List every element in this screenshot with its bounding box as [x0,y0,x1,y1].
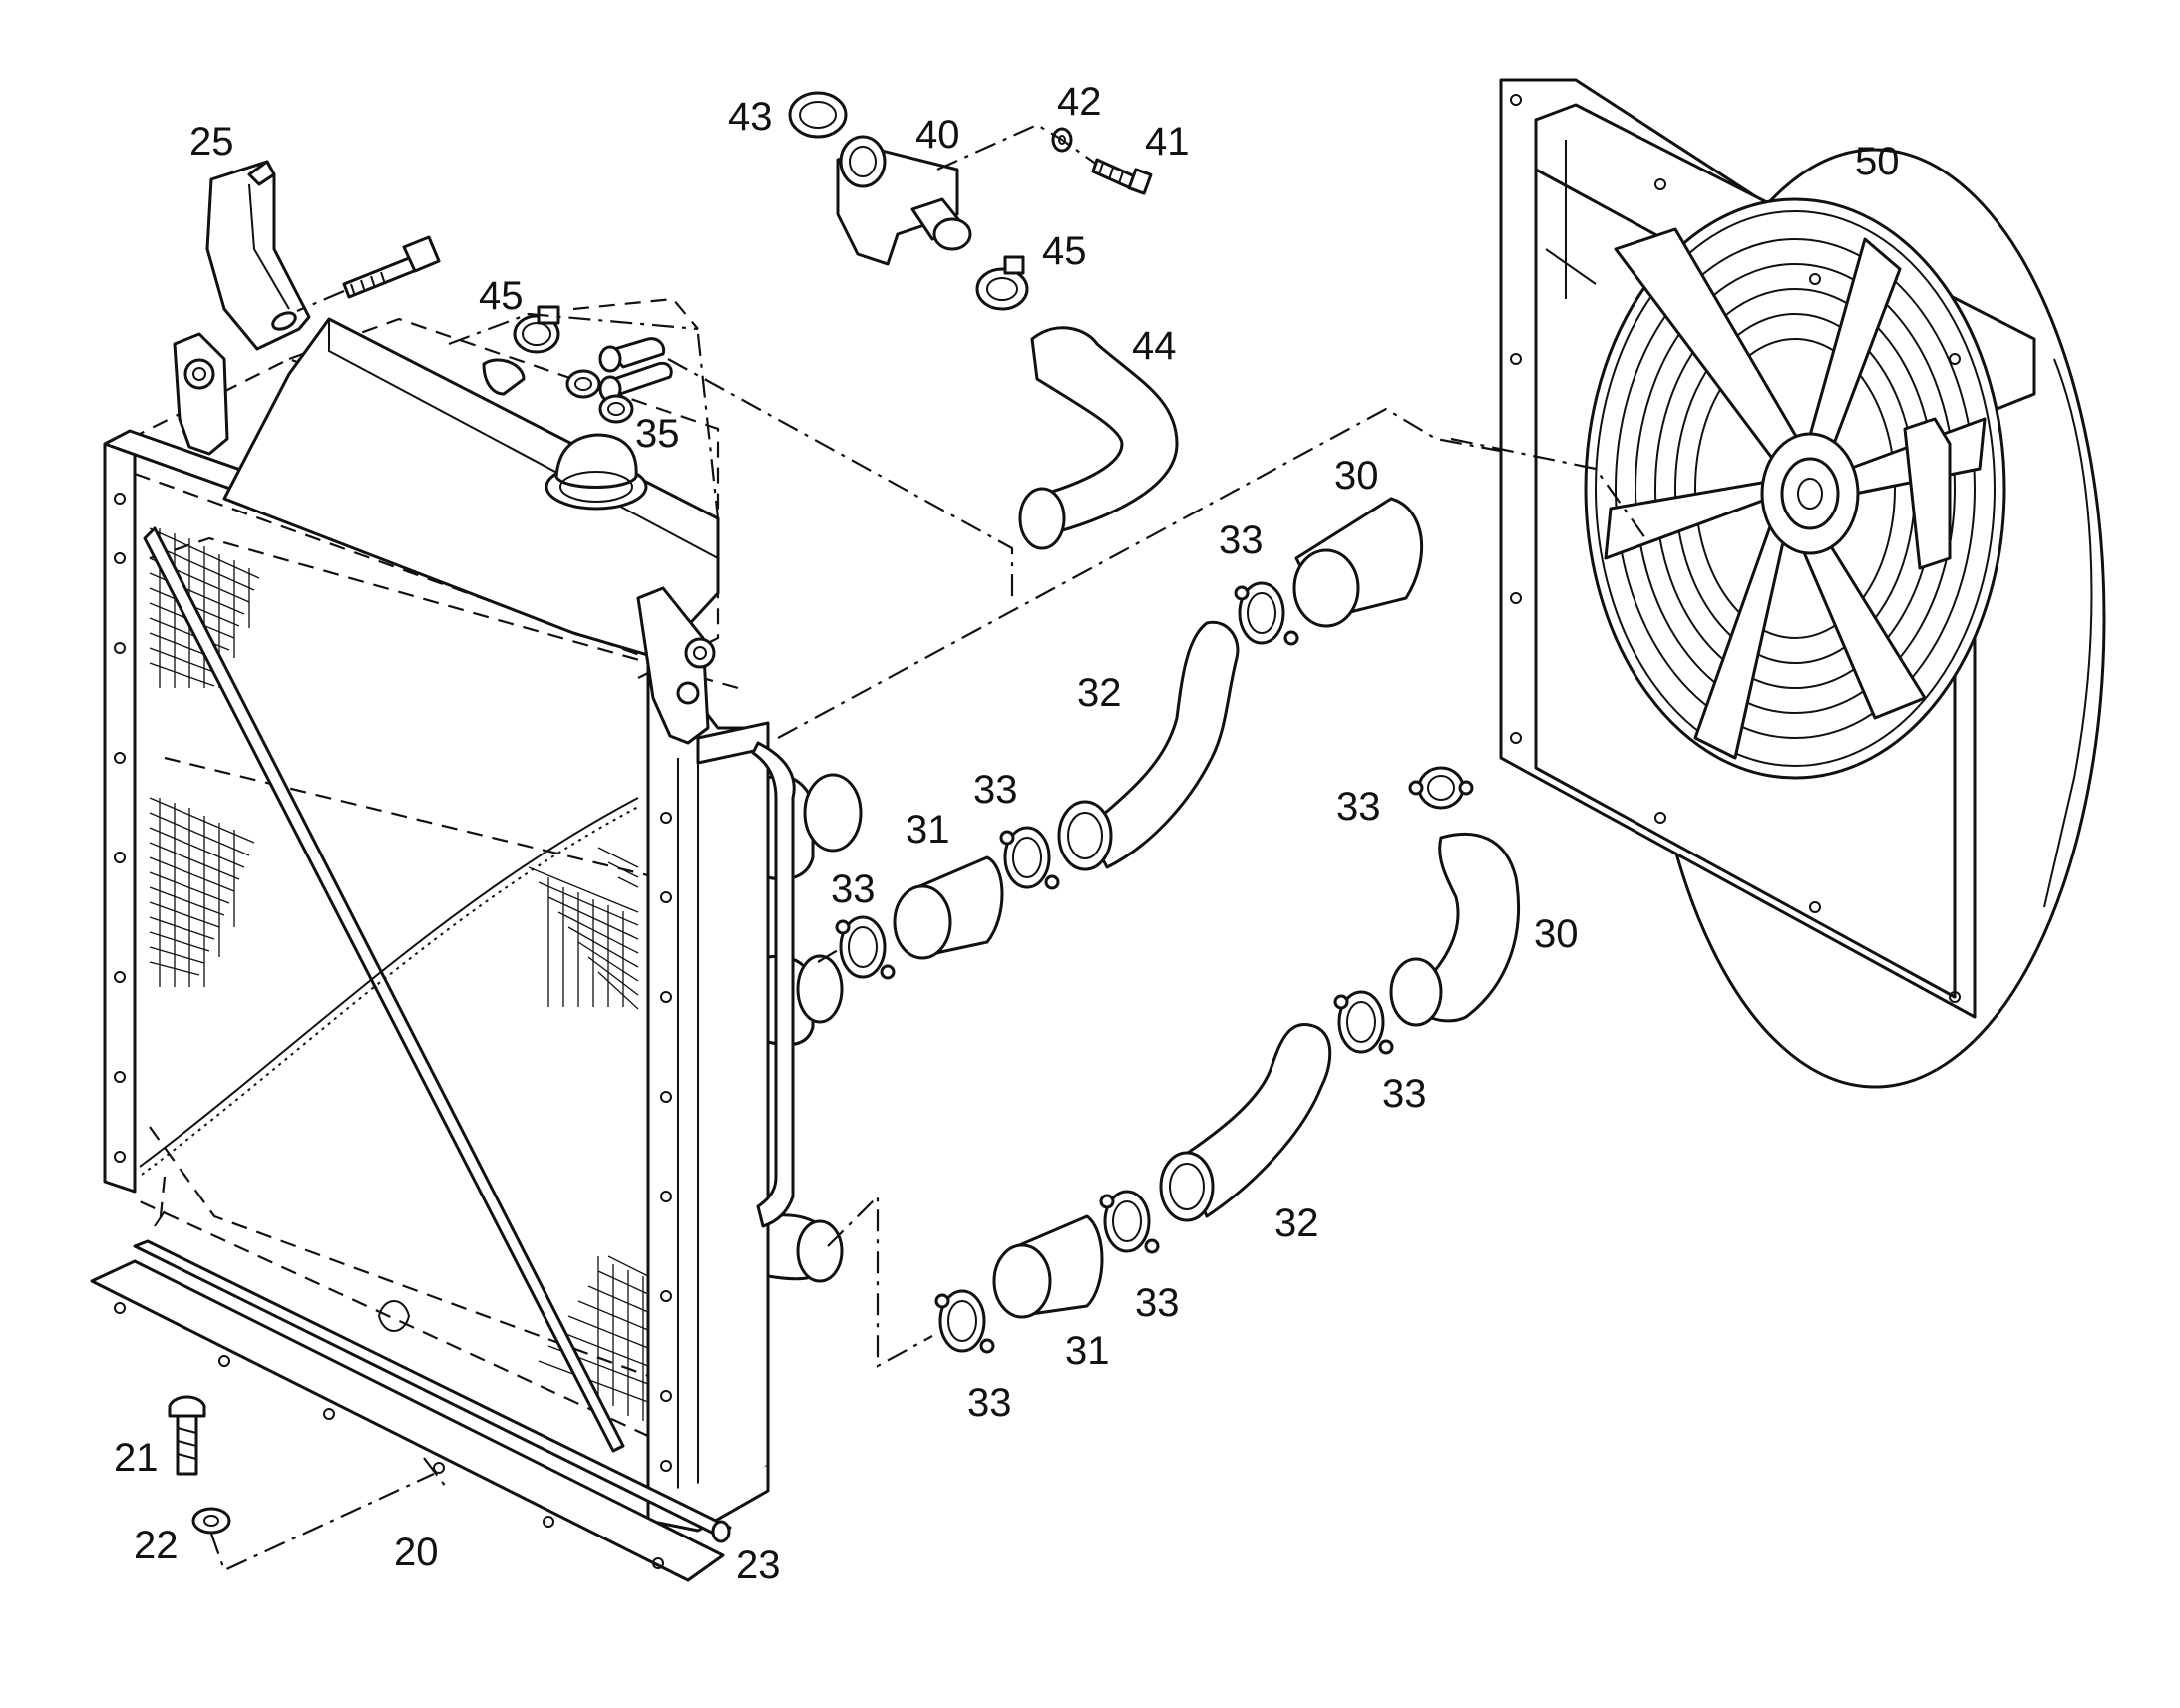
hose-30-upper [1292,497,1424,628]
hose-32-lower [1159,1023,1332,1222]
callout-45-right: 45 [1042,229,1087,273]
top-mount-right [636,586,710,745]
callout-21: 21 [114,1436,159,1480]
callout-35: 35 [635,412,680,456]
radiator-side-pipe [751,741,796,1228]
callout-33-g: 33 [967,1381,1012,1425]
callout-32-lower: 32 [1274,1201,1319,1245]
clamp-33-b [999,826,1060,890]
callout-23: 23 [736,1543,781,1587]
callout-33-d: 33 [1336,785,1381,829]
callout-labels: 25 43 40 42 41 45 45 44 35 50 30 33 32 3… [114,80,1900,1587]
callout-33-b: 33 [973,768,1018,812]
callout-50: 50 [1855,140,1900,183]
radiator-left-frame [103,437,137,1194]
mounting-bolt [342,235,441,299]
callout-31-lower: 31 [1065,1329,1110,1373]
callout-33-f: 33 [1135,1281,1180,1325]
seal-strip-23 [133,1239,732,1543]
clamp-33-c [835,915,896,980]
hose-31-lower [992,1214,1104,1319]
diagonal-brace-a [143,526,625,1453]
callout-25: 25 [189,120,234,164]
callout-33-c: 33 [831,867,876,911]
hose-31-upper [893,855,1004,960]
mounting-bracket-25 [205,160,311,351]
hose-32-upper [1057,620,1240,871]
filler-cap [545,433,648,511]
fan-assembly-50 [1499,78,2106,1089]
filler-neck-40 [836,135,972,266]
top-mount-left [173,332,229,456]
bolt-41 [1091,158,1153,195]
callout-45-left: 45 [479,274,524,318]
callout-20: 20 [394,1531,439,1574]
callout-44: 44 [1132,324,1177,368]
vent-fittings-35 [482,337,673,424]
callout-42: 42 [1057,80,1102,124]
callout-43: 43 [728,95,773,139]
clamp-33-a [1234,581,1299,646]
callout-32-upper: 32 [1077,671,1122,715]
washer-22 [191,1507,231,1535]
bolt-21 [168,1395,206,1476]
frame-holes-right [660,812,672,1472]
clamp-33-g [934,1289,995,1354]
bottom-strip-20 [90,1259,725,1582]
clamp-33-f [1099,1190,1160,1254]
radiator-right-tank [646,636,770,1513]
callout-31-upper: 31 [906,808,950,852]
shroud-holes [1510,94,1961,1003]
hose-clamp-45-right [975,255,1029,311]
callout-40: 40 [915,113,960,157]
seal-43 [788,91,848,139]
clamp-33-e [1333,990,1394,1055]
callout-30-lower: 30 [1534,912,1579,956]
hose-30-lower [1389,832,1521,1027]
diagonal-brace-b [139,797,639,1168]
callout-33-a: 33 [1219,518,1264,562]
callout-30-upper: 30 [1334,454,1379,498]
callout-33-e: 33 [1382,1072,1427,1116]
hose-clamp-45-left [513,305,560,354]
clamp-33-d [1408,766,1474,810]
radiator-assembly [103,317,863,1533]
callout-22: 22 [134,1524,179,1567]
callout-41: 41 [1145,120,1190,164]
frame-holes-left [114,493,126,1163]
